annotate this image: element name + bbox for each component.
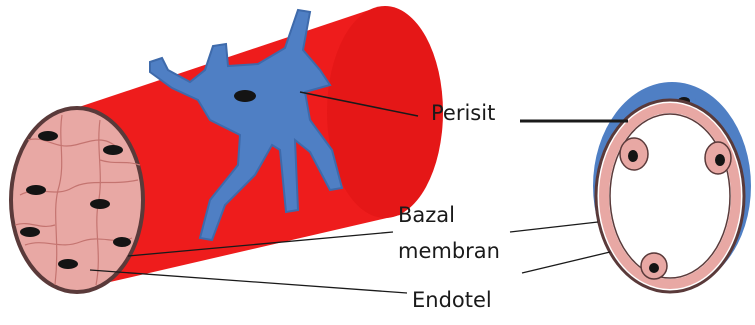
lumen xyxy=(610,114,730,278)
endothelial-nucleus xyxy=(715,154,725,166)
endothelial-nucleus xyxy=(26,185,46,195)
endothelial-nucleus xyxy=(628,150,638,162)
endothelial-nucleus xyxy=(649,263,659,273)
endothelial-nucleus xyxy=(90,199,110,209)
vessel-longitudinal xyxy=(11,6,443,292)
endothelial-nucleus xyxy=(58,259,78,269)
label-perisit: Perisit xyxy=(431,103,495,124)
label-bazal-membran-line1: Bazal xyxy=(398,205,455,226)
label-endotel: Endotel xyxy=(412,290,492,311)
pericyte-nucleus xyxy=(234,90,256,102)
endothelial-nucleus xyxy=(113,237,131,247)
endothelial-nucleus xyxy=(38,131,58,141)
endotel-leader-left xyxy=(90,270,407,293)
label-bazal-membran-line2: membran xyxy=(398,241,500,262)
vessel-far-end xyxy=(327,6,443,218)
endothelial-nucleus xyxy=(20,227,40,237)
vessel-cross-section xyxy=(593,82,751,292)
endothelial-nucleus xyxy=(103,145,123,155)
endotel-leader-right xyxy=(522,252,610,273)
bazal-leader-right xyxy=(510,222,598,232)
